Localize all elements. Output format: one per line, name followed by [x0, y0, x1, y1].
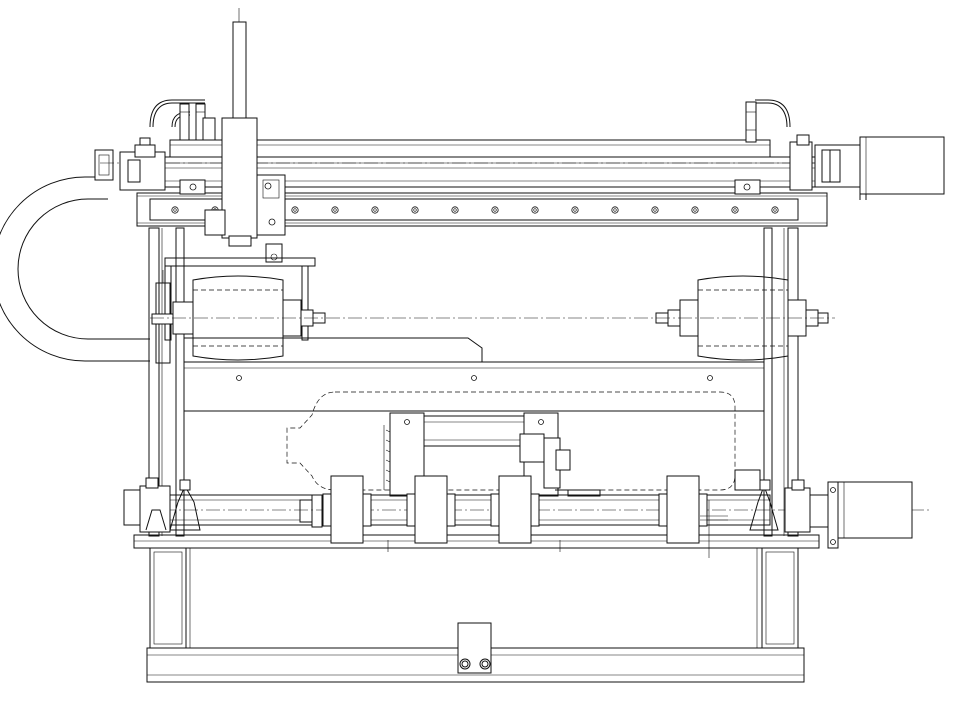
rollers — [150, 275, 835, 361]
bottom-motor — [827, 481, 913, 549]
middle-plate — [184, 337, 764, 412]
rail-bolt-center — [413, 208, 417, 212]
bottom-left-support — [123, 477, 201, 533]
base-frame — [133, 534, 820, 683]
rail-bolt — [531, 206, 539, 214]
rail-bolt — [171, 206, 179, 214]
rail-bolt-center — [373, 208, 377, 212]
guide-rolls — [322, 475, 708, 544]
guide-roll — [322, 475, 372, 544]
rail-bolt — [611, 206, 619, 214]
rail-bolt — [451, 206, 459, 214]
rail-bolt — [291, 206, 299, 214]
rail-bolts — [171, 206, 779, 214]
rail-bolt — [411, 206, 419, 214]
rail-bolt-center — [453, 208, 457, 212]
guide-roll — [490, 475, 540, 544]
top-motor — [814, 136, 945, 200]
rail-bolt-center — [733, 208, 737, 212]
cable-loop — [0, 149, 150, 362]
top-sensors — [149, 99, 791, 143]
rail-bolt-center — [693, 208, 697, 212]
carriage — [204, 8, 286, 263]
rail-bolt — [491, 206, 499, 214]
rail-bolt-center — [333, 208, 337, 212]
bottom-right-support — [734, 469, 831, 533]
guide-roll — [658, 475, 708, 544]
rail-bolt-center — [533, 208, 537, 212]
guide-roll — [406, 475, 456, 544]
vertical-posts — [148, 227, 799, 537]
rail-bolt — [331, 206, 339, 214]
center-marks — [387, 500, 728, 558]
pneumatic-block-right — [734, 134, 813, 195]
rail-bolt-center — [173, 208, 177, 212]
rail-bolt — [371, 206, 379, 214]
rail-bolt-center — [293, 208, 297, 212]
rail-bolt-center — [573, 208, 577, 212]
bottle-outline — [286, 391, 736, 491]
rail-bolt — [771, 206, 779, 214]
rail-bolt — [651, 206, 659, 214]
rail-bolt-center — [613, 208, 617, 212]
pneumatic-block-left — [119, 137, 206, 195]
rail-bolt — [691, 206, 699, 214]
rail-bolt-center — [773, 208, 777, 212]
rail-bolt-center — [653, 208, 657, 212]
rail-bolt — [731, 206, 739, 214]
rail-bolt-center — [493, 208, 497, 212]
rail-bolt — [571, 206, 579, 214]
junction-box — [457, 622, 492, 674]
